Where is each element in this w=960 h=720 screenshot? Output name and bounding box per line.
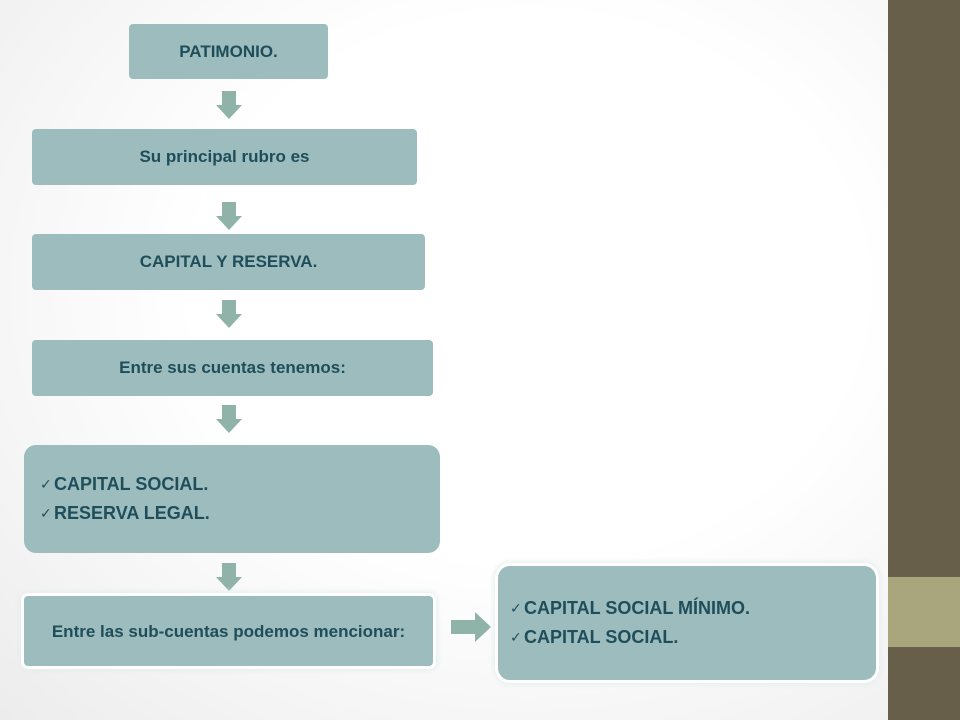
node-patrimonio-label: PATIMONIO. — [179, 41, 278, 61]
node-subcuentas-label: Entre las sub-cuentas podemos mencionar: — [51, 621, 406, 641]
arrow-right — [451, 612, 491, 642]
sidebar-accent — [888, 577, 960, 647]
arrow-down-3 — [216, 300, 242, 328]
checkmark-icon: ✓ — [510, 600, 522, 616]
node-rubro-label: Su principal rubro es — [139, 147, 310, 166]
node-capital-reserva-label: CAPITAL Y RESERVA. — [139, 252, 318, 271]
arrow-down-4 — [216, 405, 242, 433]
cuentas-list: ✓CAPITAL SOCIAL. ✓RESERVA LEGAL. — [40, 470, 210, 528]
list-item: ✓CAPITAL SOCIAL MÍNIMO. — [510, 594, 750, 623]
node-capital-reserva: CAPITAL Y RESERVA. — [32, 234, 425, 290]
subcuentas-list: ✓CAPITAL SOCIAL MÍNIMO. ✓CAPITAL SOCIAL. — [510, 594, 750, 652]
arrow-down-2 — [216, 202, 242, 230]
checkmark-icon: ✓ — [510, 629, 522, 645]
arrow-down-1 — [216, 91, 242, 119]
list-item: ✓RESERVA LEGAL. — [40, 499, 210, 528]
node-subcuentas-list: ✓CAPITAL SOCIAL MÍNIMO. ✓CAPITAL SOCIAL. — [498, 566, 876, 680]
node-rubro: Su principal rubro es — [32, 129, 417, 185]
node-subcuentas: Entre las sub-cuentas podemos mencionar: — [24, 596, 433, 666]
checkmark-icon: ✓ — [40, 476, 52, 492]
node-cuentas-list: ✓CAPITAL SOCIAL. ✓RESERVA LEGAL. — [24, 445, 440, 553]
node-cuentas: Entre sus cuentas tenemos: — [32, 340, 433, 396]
list-item: ✓CAPITAL SOCIAL. — [40, 470, 210, 499]
list-item: ✓CAPITAL SOCIAL. — [510, 623, 750, 652]
node-cuentas-label: Entre sus cuentas tenemos: — [119, 358, 346, 377]
checkmark-icon: ✓ — [40, 505, 52, 521]
node-patrimonio: PATIMONIO. — [129, 24, 328, 79]
arrow-down-5 — [216, 563, 242, 591]
